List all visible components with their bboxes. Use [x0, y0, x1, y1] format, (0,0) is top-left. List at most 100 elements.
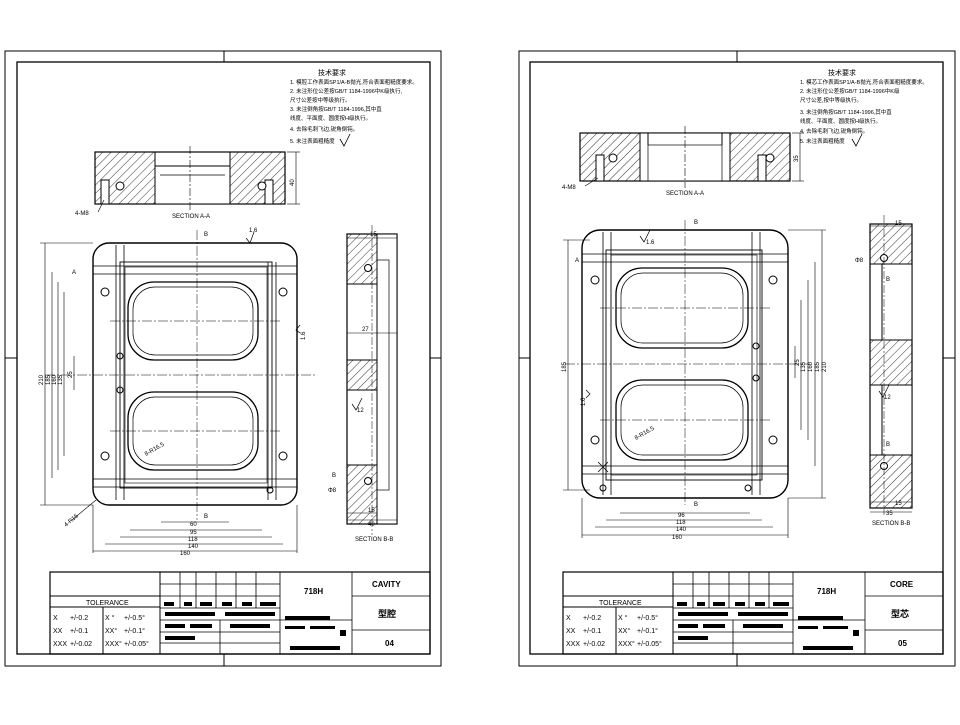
roughness-value: 1.6: [301, 331, 307, 340]
notes-title: 技术要求: [318, 68, 346, 77]
note-line: 1. 模芯工作表面SP1/A-B抛光,符合表面粗糙度要求。: [800, 78, 928, 86]
dim-thread: 4-M8: [562, 185, 576, 191]
dim-width: 160: [180, 551, 191, 557]
dim-side: B: [886, 442, 890, 448]
tol-cell: +/-0.02: [583, 641, 605, 648]
dim-side: 15: [895, 221, 902, 227]
bolt-hole: [116, 386, 124, 394]
dim-width: 160: [672, 535, 683, 541]
tol-cell: XXX: [566, 641, 580, 648]
section-mark: A: [575, 258, 579, 264]
note-line: 2. 未注形位公差按GB/T 1184-1996中K级: [800, 87, 900, 95]
tol-cell: X: [53, 615, 58, 622]
material: 718H: [817, 587, 836, 596]
tol-cell: XX°: [105, 627, 117, 635]
sheet-outer-border: [4, 50, 442, 667]
technical-notes: 技术要求 1. 模芯工作表面SP1/A-B抛光,符合表面粗糙度要求。 2. 未注…: [800, 68, 928, 147]
tol-cell: XX: [53, 628, 63, 635]
roughness-value: 1.6: [581, 397, 587, 406]
section-b-b: 15 27 15 40 Φ8 B 12 SECTION B-B: [328, 225, 398, 543]
title-block: TOLERANCE X +/-0.2 X ° +/-0.5° XX +/-0.1…: [562, 571, 944, 655]
section-a-a: 4-M8 40 SECTION A-A: [75, 146, 300, 220]
bolt-hole: [752, 342, 760, 350]
dim-height: 25: [795, 359, 801, 366]
tol-cell: XXX: [53, 641, 67, 648]
roughness-symbol: [851, 133, 863, 147]
dim-side: 15: [368, 508, 375, 514]
bolt-hole: [768, 435, 778, 445]
note-line: 5. 未注表面粗糙度: [290, 137, 335, 145]
tol-cell: XX°: [618, 627, 630, 635]
dim-side: 40: [368, 522, 375, 528]
note-line: 4. 去除毛刺飞边,锐角倒钝。: [290, 125, 358, 133]
tol-cell: +/-0.05°: [637, 640, 662, 648]
tol-cell: +/-0.5°: [124, 614, 145, 622]
notes-title: 技术要求: [828, 68, 856, 77]
dim-thread: 4-M8: [75, 211, 89, 217]
bolt-hole: [768, 275, 778, 285]
section-mark: B: [204, 232, 208, 238]
dim-height: 135: [58, 374, 64, 385]
dim-fillet: 8-R16.5: [634, 426, 656, 442]
bolt-hole: [590, 275, 600, 285]
plan-view: 96 118 140 160 185 210 185 160 135: [562, 220, 828, 541]
dim-width: 118: [676, 520, 686, 526]
roughness-value: 1.6: [249, 228, 258, 234]
dim-height: 160: [52, 374, 58, 385]
dim-height: 210: [39, 374, 45, 385]
tol-cell: +/-0.1°: [637, 627, 658, 635]
tol-cell: XXX°: [618, 640, 635, 648]
dim-height: 185: [46, 374, 52, 385]
dim-height: 25: [68, 371, 74, 378]
part-name-cn: 型芯: [891, 608, 909, 619]
bolt-hole: [278, 287, 288, 297]
dim-depth: 40: [290, 179, 296, 186]
core-sheet: 技术要求 1. 模芯工作表面SP1/A-B抛光,符合表面粗糙度要求。 2. 未注…: [518, 50, 956, 667]
tol-cell: +/-0.1°: [124, 627, 145, 635]
tol-cell: X °: [618, 614, 628, 622]
tol-cell: +/-0.2: [583, 615, 601, 622]
tol-cell: +/-0.02: [70, 641, 92, 648]
sheet-inner-border: [16, 61, 431, 655]
section-b-b: 15 15 35 Φ8 B B 12 SECTION B-B: [855, 215, 913, 527]
tol-cell: XXX°: [105, 640, 122, 648]
note-line: 2. 未注形位公差按GB/T 1184-1996中K级执行,: [290, 87, 402, 95]
section-b-b-label: SECTION B-B: [355, 537, 393, 543]
tol-cell: +/-0.5°: [637, 614, 658, 622]
tolerance-heading: TOLERANCE: [86, 600, 129, 607]
dim-depth: 35: [794, 155, 800, 162]
dim-side: 15: [895, 501, 902, 507]
section-mark: B: [694, 220, 698, 226]
tol-cell: +/-0.1: [583, 628, 601, 635]
tol-cell: X: [566, 615, 571, 622]
tol-cell: +/-0.1: [70, 628, 88, 635]
dim-dia: Φ8: [328, 488, 337, 494]
dim-width: 140: [676, 527, 687, 533]
section-b-b-label: SECTION B-B: [872, 521, 910, 527]
note-line: 4. 去除毛刺飞边,锐角倒钝。: [800, 127, 868, 135]
roughness-symbol: [339, 133, 351, 147]
dim-width: 96: [678, 513, 685, 519]
roughness-value: 12: [884, 395, 891, 401]
dim-side: B: [886, 277, 890, 283]
note-line: 1. 模腔工作表面SP1/A-B抛光,符合表面粗糙度要求。: [290, 78, 418, 86]
dim-height: 185: [562, 361, 568, 372]
material: 718H: [304, 587, 323, 596]
sheet-number: 04: [385, 639, 394, 648]
tolerance-heading: TOLERANCE: [599, 600, 642, 607]
technical-notes: 技术要求 1. 模腔工作表面SP1/A-B抛光,符合表面粗糙度要求。 2. 未注…: [290, 68, 418, 147]
note-line: 尺寸公差按中等级执行。: [290, 96, 351, 104]
section-mark: A: [72, 270, 76, 276]
bolt-hole: [278, 451, 288, 461]
bolt-hole: [590, 435, 600, 445]
dim-height: 160: [808, 361, 814, 372]
part-name-cn: 型腔: [378, 608, 396, 619]
section-a-a-label: SECTION A-A: [172, 214, 210, 220]
roughness-value: 12: [357, 408, 364, 414]
bolt-hole: [752, 374, 760, 382]
dim-fillet: 8-R16.5: [144, 442, 166, 458]
plate-outline: [92, 242, 298, 506]
tol-cell: +/-0.05°: [124, 640, 149, 648]
dim-width: 118: [188, 537, 198, 543]
